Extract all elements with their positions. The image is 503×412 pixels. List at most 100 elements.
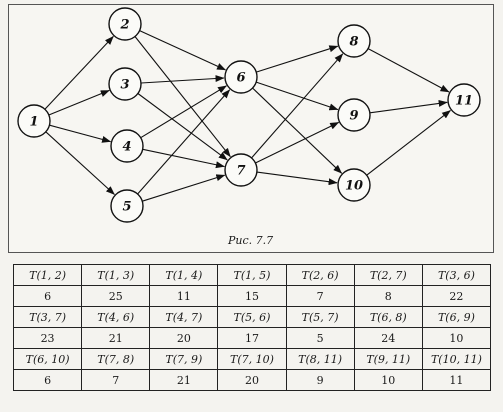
edge-2-7	[134, 36, 231, 158]
edge-7-10	[256, 171, 338, 186]
edge-7-9	[255, 121, 340, 164]
table-value-cell: 6	[12, 285, 83, 307]
table-value-cell: 7	[285, 285, 355, 307]
node-circle	[110, 129, 144, 163]
table-header-cell: T(1, 5)	[217, 264, 287, 286]
table-header-cell: T(2, 7)	[353, 264, 423, 286]
weights-table: T(1, 2)T(1, 3)T(1, 4)T(1, 5)T(2, 6)T(2, …	[12, 264, 492, 391]
node-label: 10	[345, 179, 363, 194]
table-header-row: T(3, 7)T(4, 6)T(4, 7)T(5, 6)T(5, 7)T(6, …	[12, 306, 492, 328]
node-circle	[337, 98, 371, 132]
edge-4-7	[142, 148, 225, 169]
edge-7-8	[251, 53, 344, 159]
table-value-cell: 15	[217, 285, 287, 307]
node-label: 8	[349, 35, 358, 50]
table-value-cell: 24	[353, 327, 423, 349]
edge-6-9	[256, 81, 339, 111]
table-header-cell: T(9, 11)	[353, 348, 423, 370]
edge-10-11	[366, 109, 451, 176]
table-header-cell: T(7, 8)	[81, 348, 151, 370]
table-value-cell: 6	[12, 369, 83, 391]
node-7: 7	[224, 153, 258, 187]
node-2: 2	[108, 7, 142, 41]
figure-caption: Рис. 7.7	[228, 234, 274, 247]
node-circle	[108, 67, 142, 101]
node-9: 9	[337, 98, 371, 132]
node-label: 2	[119, 18, 129, 33]
node-6: 6	[224, 60, 258, 94]
edge-8-11	[367, 48, 450, 93]
edge-1-3	[48, 89, 110, 116]
node-label: 7	[236, 164, 245, 179]
table-value-cell: 23	[12, 327, 83, 349]
node-label: 5	[122, 200, 131, 215]
table-header-cell: T(1, 4)	[149, 264, 219, 286]
edge-2-6	[139, 30, 226, 71]
table-header-cell: T(7, 10)	[217, 348, 287, 370]
node-label: 11	[455, 94, 473, 109]
node-circle	[17, 104, 51, 138]
node-label: 6	[236, 71, 245, 86]
node-label: 4	[122, 140, 131, 155]
table-header-cell: T(1, 3)	[81, 264, 151, 286]
node-circle	[110, 189, 144, 223]
edge-4-6	[140, 85, 227, 139]
node-3: 3	[108, 67, 142, 101]
table-value-cell: 22	[421, 285, 492, 307]
edge-9-11	[369, 99, 448, 114]
table-value-cell: 9	[285, 369, 355, 391]
node-circle	[447, 83, 481, 117]
node-8: 8	[337, 24, 371, 58]
table-header-cell: T(8, 11)	[285, 348, 355, 370]
node-circle	[224, 60, 258, 94]
table-header-cell: T(6, 8)	[353, 306, 423, 328]
table-value-cell: 10	[353, 369, 423, 391]
edge-1-5	[45, 131, 115, 195]
node-label: 9	[349, 109, 358, 124]
table-header-cell: T(10, 11)	[421, 348, 492, 370]
table-value-cell: 17	[217, 327, 287, 349]
table-value-cell: 10	[421, 327, 492, 349]
table-header-row: T(6, 10)T(7, 8)T(7, 9)T(7, 10)T(8, 11)T(…	[12, 348, 492, 370]
table-value-cell: 11	[149, 285, 219, 307]
edge-3-7	[137, 93, 228, 161]
node-circle	[337, 168, 371, 202]
table-header-cell: T(1, 2)	[12, 264, 83, 286]
node-circle	[337, 24, 371, 58]
table-header-cell: T(5, 7)	[285, 306, 355, 328]
node-circle	[224, 153, 258, 187]
table-header-cell: T(7, 9)	[149, 348, 219, 370]
node-label: 1	[29, 115, 38, 130]
table-value-cell: 11	[421, 369, 492, 391]
table-header-cell: T(6, 9)	[421, 306, 492, 328]
edge-3-6	[140, 75, 225, 84]
table-value-cell: 8	[353, 285, 423, 307]
node-11: 11	[447, 83, 481, 117]
node-1: 1	[17, 104, 51, 138]
table-value-cell: 7	[81, 369, 151, 391]
table-value-cell: 5	[285, 327, 355, 349]
table-header-cell: T(4, 7)	[149, 306, 219, 328]
table-value-cell: 20	[217, 369, 287, 391]
edge-1-2	[44, 36, 114, 110]
table-header-cell: T(3, 7)	[12, 306, 83, 328]
edge-6-10	[252, 87, 343, 174]
table-header-cell: T(2, 6)	[285, 264, 355, 286]
edge-1-4	[49, 124, 112, 143]
table-header-row: T(1, 2)T(1, 3)T(1, 4)T(1, 5)T(2, 6)T(2, …	[12, 264, 492, 286]
node-10: 10	[337, 168, 371, 202]
edge-5-7	[142, 174, 226, 202]
node-4: 4	[110, 129, 144, 163]
table-value-cell: 21	[81, 327, 151, 349]
table-value-cell: 25	[81, 285, 151, 307]
network-graph: 1 2 3 4 5 6 7 8 9 10 11	[17, 7, 481, 223]
node-5: 5	[110, 189, 144, 223]
table-header-cell: T(5, 6)	[217, 306, 287, 328]
node-circle	[108, 7, 142, 41]
table-value-cell: 20	[149, 327, 219, 349]
edge-6-8	[256, 45, 339, 73]
node-label: 3	[120, 78, 129, 93]
